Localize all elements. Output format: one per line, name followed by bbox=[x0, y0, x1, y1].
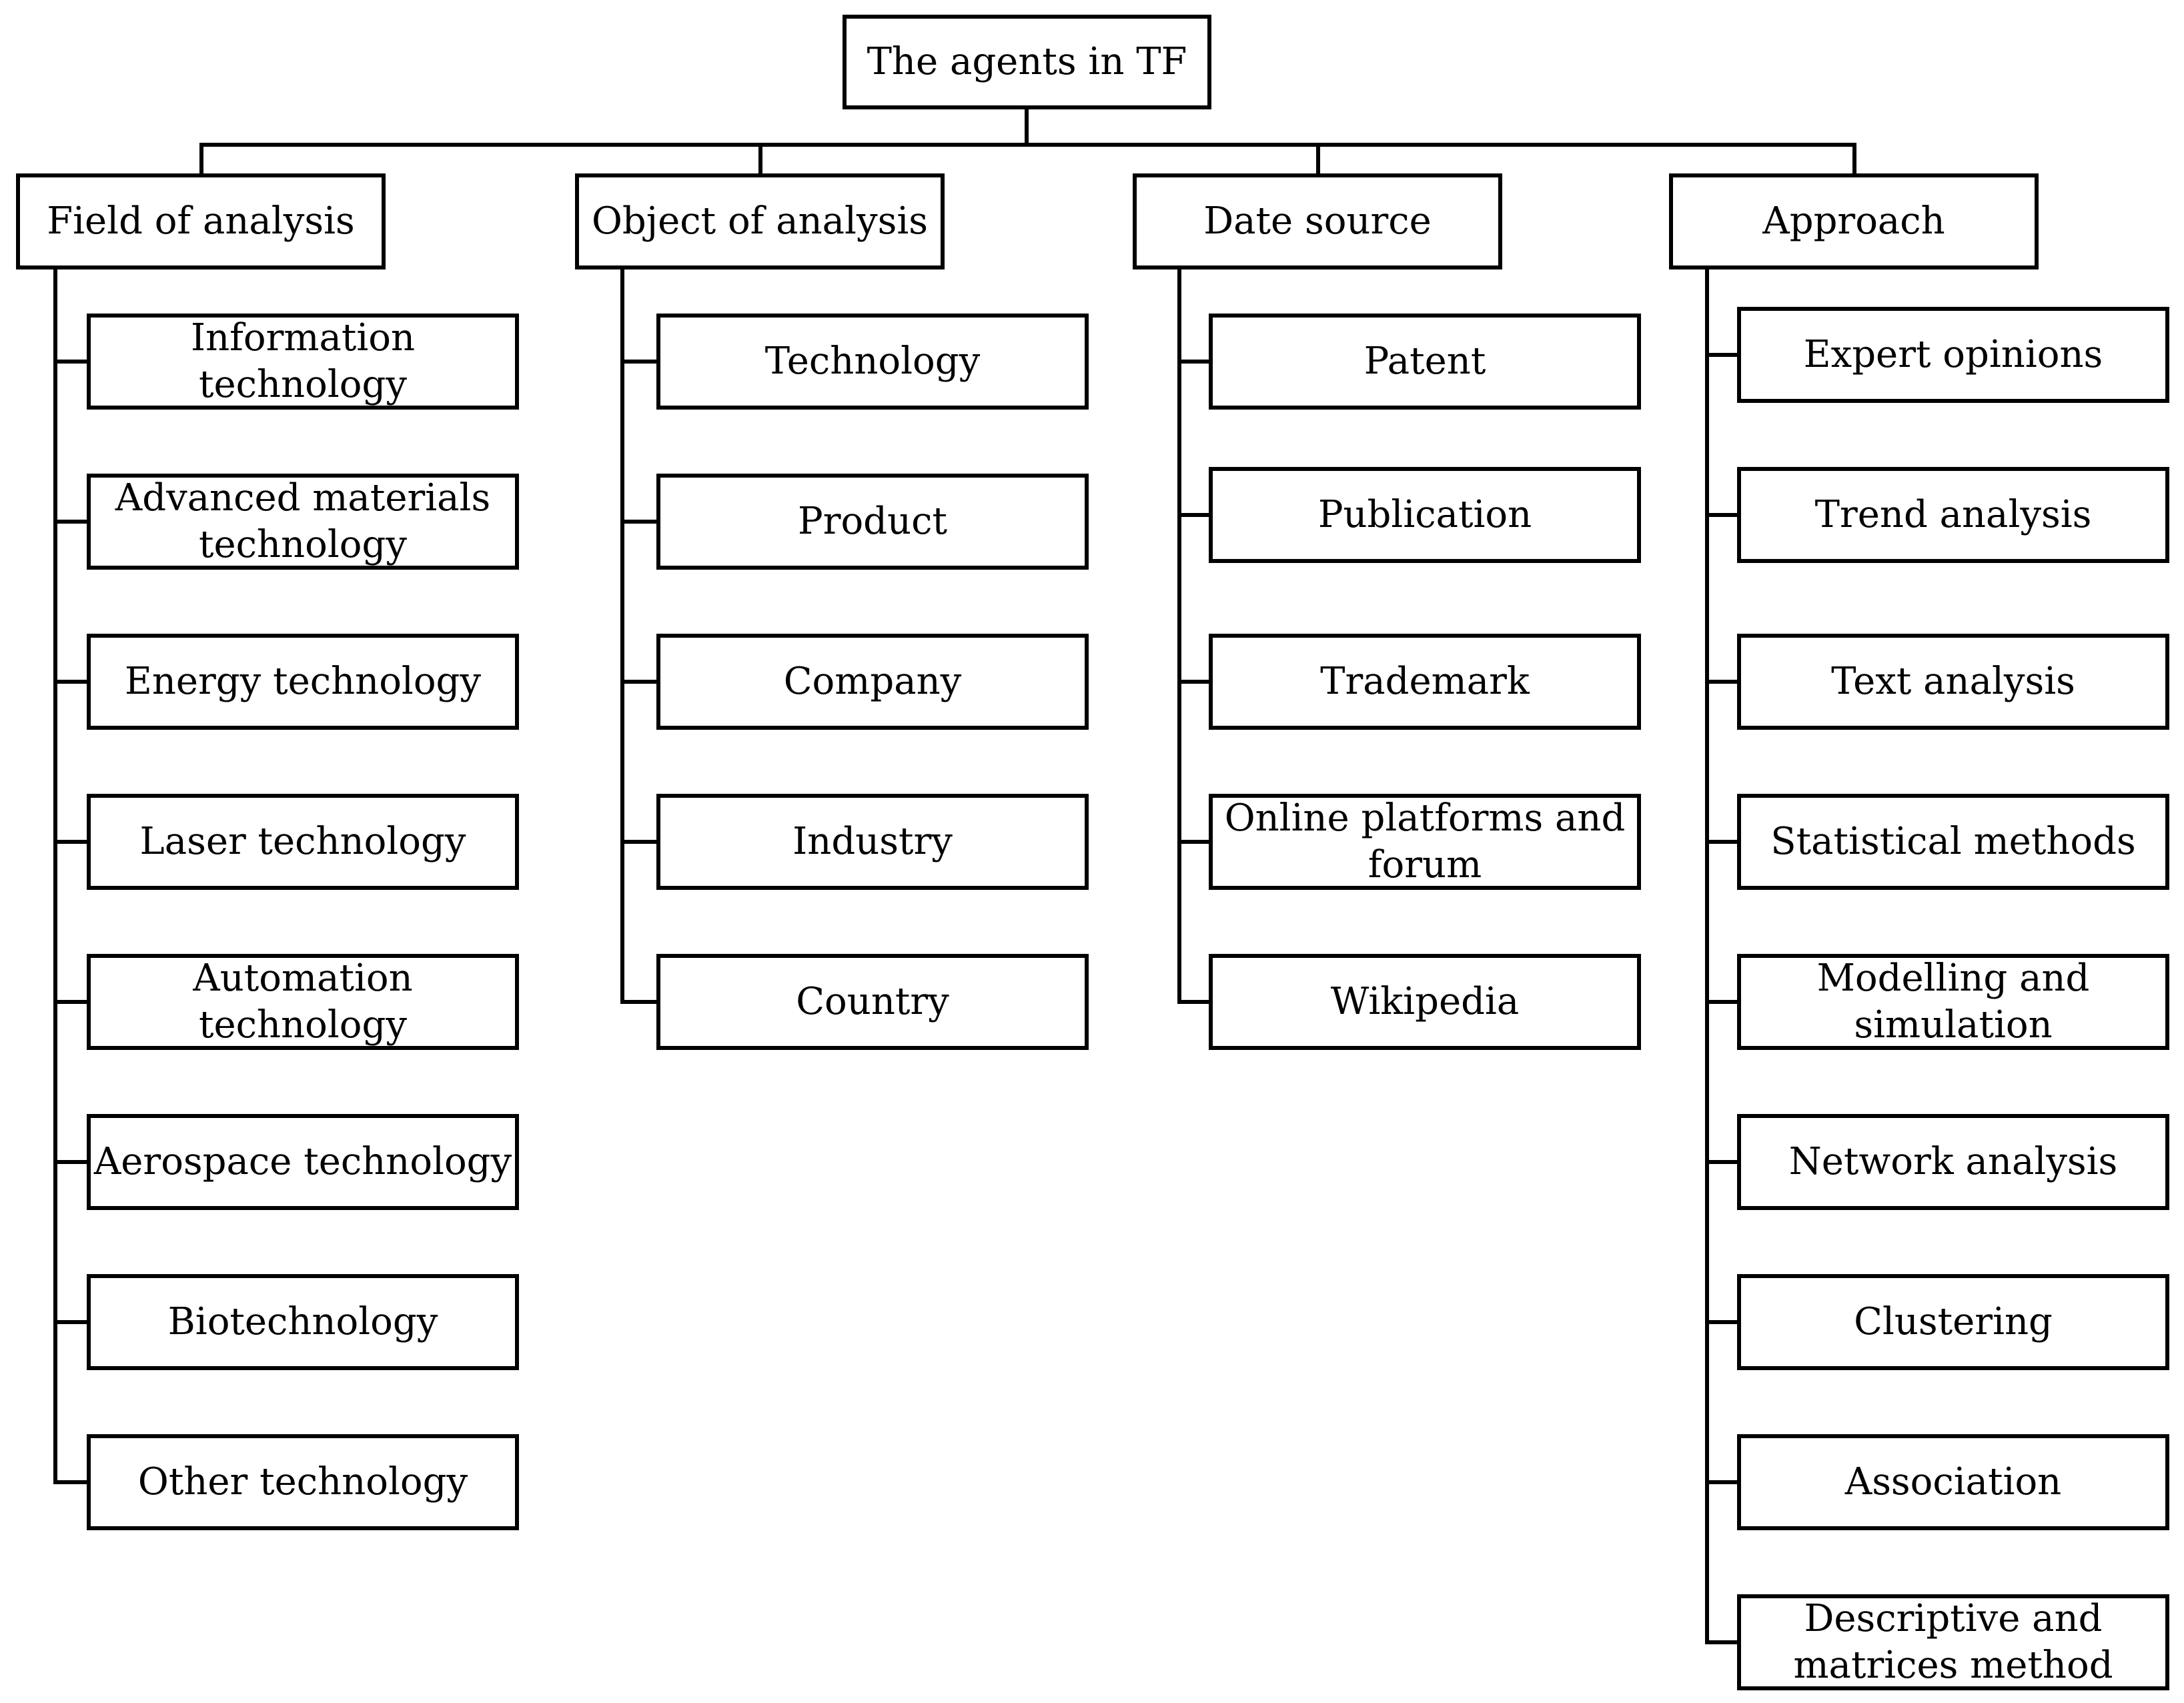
object-item-technology: Technology bbox=[656, 314, 1089, 410]
col1-branch bbox=[53, 1000, 88, 1004]
source-item-trademark: Trademark bbox=[1209, 634, 1641, 730]
field-item-energy-technology: Energy technology bbox=[87, 634, 519, 730]
col3-spine bbox=[1177, 267, 1181, 1002]
col3-branch bbox=[1177, 840, 1211, 844]
column-header-date-source: Date source bbox=[1133, 173, 1502, 269]
field-item-automation-technology: Automation technology bbox=[87, 954, 519, 1050]
field-item-laser-technology: Laser technology bbox=[87, 794, 519, 890]
field-item-other-technology: Other technology bbox=[87, 1434, 519, 1530]
col1-branch bbox=[53, 680, 88, 684]
col1-branch bbox=[53, 1320, 88, 1324]
approach-item-statistical-methods: Statistical methods bbox=[1737, 794, 2169, 890]
col4-branch bbox=[1705, 1640, 1740, 1644]
object-item-country: Country bbox=[656, 954, 1089, 1050]
col2-spine bbox=[620, 267, 624, 1002]
col1-branch bbox=[53, 1160, 88, 1164]
col2-branch bbox=[620, 840, 658, 844]
col3-branch bbox=[1177, 680, 1211, 684]
column-header-object-of-analysis: Object of analysis bbox=[575, 173, 945, 269]
col1-drop bbox=[199, 143, 203, 176]
approach-item-clustering: Clustering bbox=[1737, 1274, 2169, 1370]
col4-branch bbox=[1705, 353, 1740, 357]
root-node: The agents in TF bbox=[843, 15, 1211, 109]
col4-branch bbox=[1705, 680, 1740, 684]
col2-branch bbox=[620, 520, 658, 524]
top-bus bbox=[199, 143, 1856, 147]
approach-item-text-analysis: Text analysis bbox=[1737, 634, 2169, 730]
approach-item-association: Association bbox=[1737, 1434, 2169, 1530]
col1-branch bbox=[53, 520, 88, 524]
approach-item-modelling-and-simulation: Modelling and simulation bbox=[1737, 954, 2169, 1050]
approach-item-trend-analysis: Trend analysis bbox=[1737, 467, 2169, 563]
approach-item-network-analysis: Network analysis bbox=[1737, 1114, 2169, 1210]
field-item-advanced-materials-technology: Advanced materials technology bbox=[87, 474, 519, 570]
col1-branch bbox=[53, 840, 88, 844]
field-item-biotechnology: Biotechnology bbox=[87, 1274, 519, 1370]
col4-branch bbox=[1705, 1160, 1740, 1164]
col1-branch bbox=[53, 360, 88, 364]
col4-branch bbox=[1705, 1000, 1740, 1004]
column-header-approach: Approach bbox=[1669, 173, 2039, 269]
source-item-patent: Patent bbox=[1209, 314, 1641, 410]
col1-spine bbox=[53, 267, 57, 1482]
column-header-field-of-analysis: Field of analysis bbox=[16, 173, 386, 269]
col3-branch bbox=[1177, 1000, 1211, 1004]
approach-item-expert-opinions: Expert opinions bbox=[1737, 307, 2169, 403]
source-item-wikipedia: Wikipedia bbox=[1209, 954, 1641, 1050]
col2-branch bbox=[620, 1000, 658, 1004]
object-item-industry: Industry bbox=[656, 794, 1089, 890]
object-item-company: Company bbox=[656, 634, 1089, 730]
col2-branch bbox=[620, 680, 658, 684]
col4-branch bbox=[1705, 1320, 1740, 1324]
col1-branch bbox=[53, 1480, 88, 1484]
approach-item-descriptive-and-matrices-method: Descriptive and matrices method bbox=[1737, 1594, 2169, 1690]
field-item-aerospace-technology: Aerospace technology bbox=[87, 1114, 519, 1210]
object-item-product: Product bbox=[656, 474, 1089, 570]
col4-drop bbox=[1852, 143, 1856, 176]
col4-branch bbox=[1705, 1480, 1740, 1484]
root-stem bbox=[1025, 107, 1029, 147]
col2-branch bbox=[620, 360, 658, 364]
col3-drop bbox=[1316, 143, 1320, 176]
col4-spine bbox=[1705, 267, 1709, 1642]
col3-branch bbox=[1177, 360, 1211, 364]
source-item-online-platforms-and-forum: Online platforms and forum bbox=[1209, 794, 1641, 890]
col3-branch bbox=[1177, 513, 1211, 517]
col4-branch bbox=[1705, 513, 1740, 517]
source-item-publication: Publication bbox=[1209, 467, 1641, 563]
col2-drop bbox=[758, 143, 762, 176]
field-item-information-technology: Information technology bbox=[87, 314, 519, 410]
col4-branch bbox=[1705, 840, 1740, 844]
